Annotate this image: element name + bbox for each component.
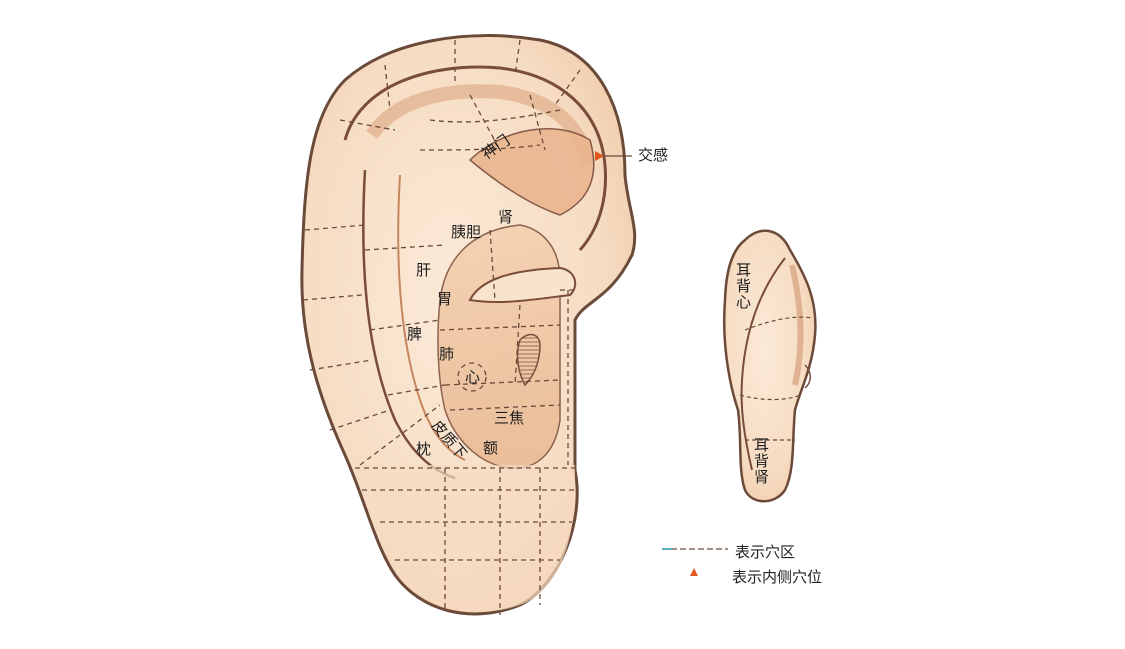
legend-dash-text: 表示穴区	[735, 543, 796, 561]
jiaogan-marker	[595, 151, 604, 161]
label-yidan: 胰胆	[451, 223, 482, 241]
label-pi: 脾	[407, 325, 423, 343]
label-sanjiao: 三焦	[494, 409, 525, 427]
legend-triangle-icon	[690, 568, 698, 576]
label-erbeixin: 耳背心	[734, 262, 752, 310]
label-gan: 肝	[416, 261, 432, 279]
zone-dash-lines	[302, 39, 581, 615]
label-shen: 肾	[498, 208, 514, 226]
ear-back-view	[722, 229, 817, 503]
label-e: 额	[483, 439, 499, 457]
label-wei: 胃	[437, 290, 453, 308]
label-fei: 肺	[439, 345, 455, 363]
label-xin: 心	[465, 368, 481, 386]
label-jiaogan: 交感	[638, 146, 669, 164]
label-erbeishen: 耳背肾	[752, 437, 770, 485]
legend-triangle-text: 表示内侧穴位	[732, 568, 823, 586]
label-zhen: 枕	[416, 440, 432, 458]
